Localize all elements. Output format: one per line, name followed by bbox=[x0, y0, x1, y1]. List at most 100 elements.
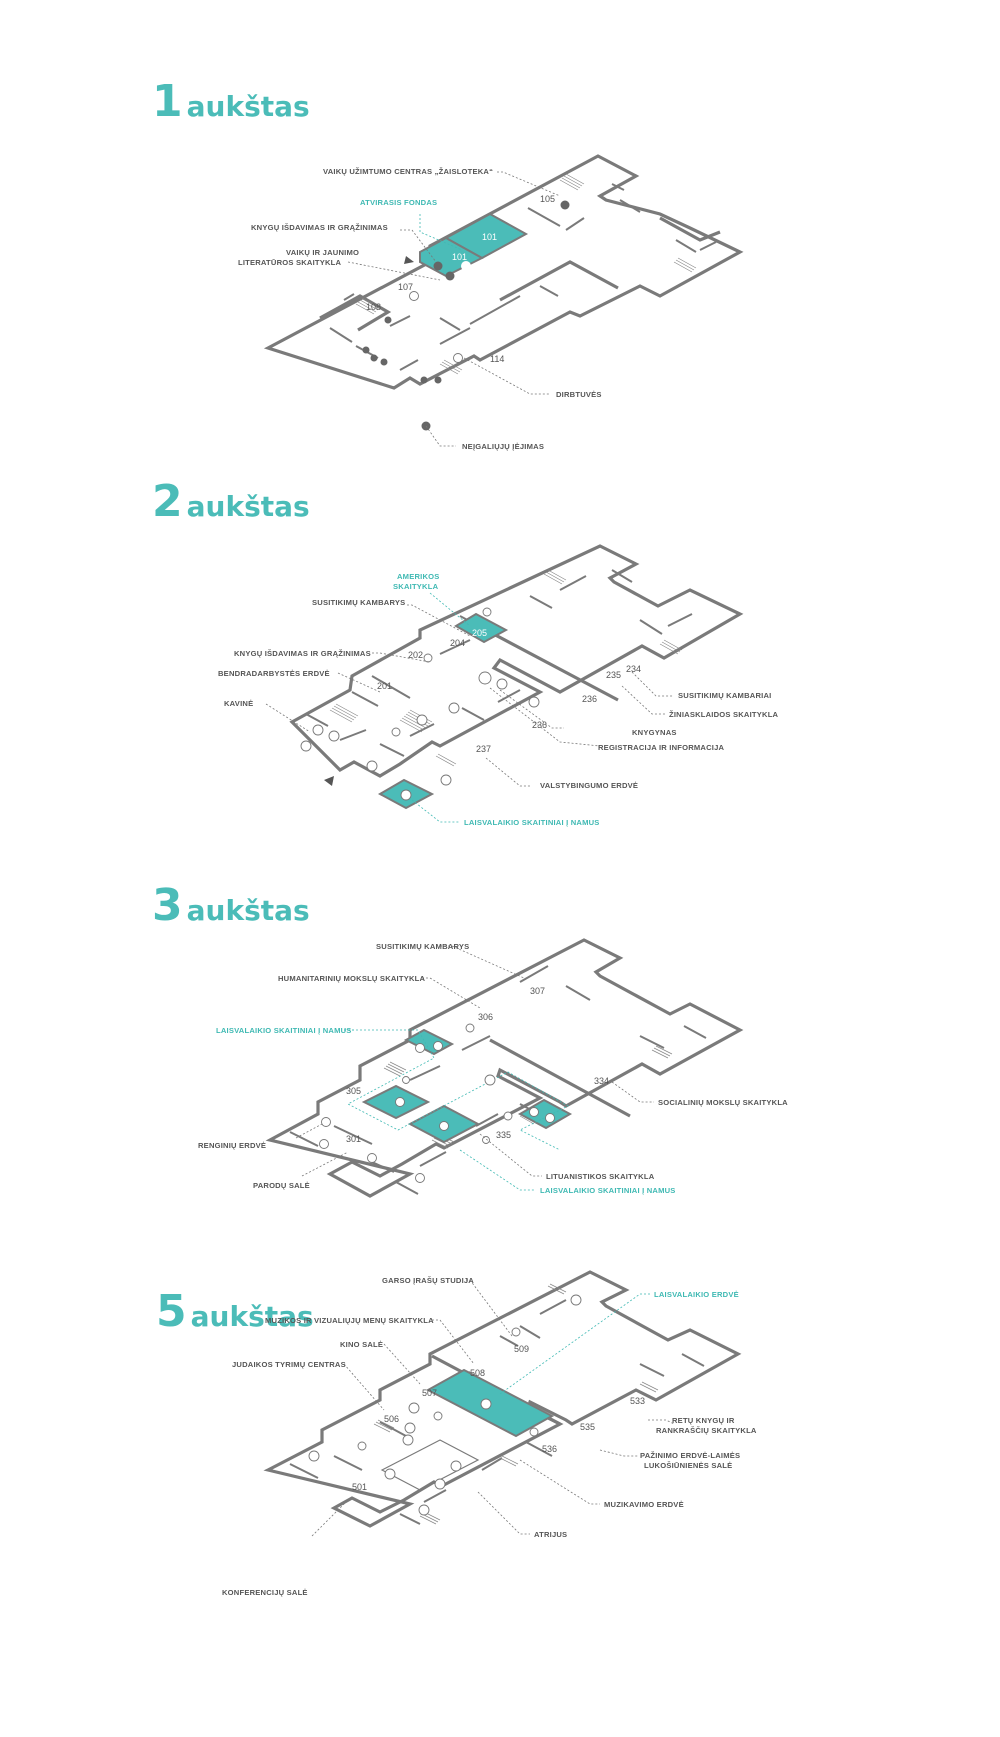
label-socialiniu: SOCIALINIŲ MOKSLŲ SKAITYKLA bbox=[658, 1098, 788, 1107]
room-305: 305 bbox=[346, 1086, 361, 1096]
label-judaikos: JUDAIKOS TYRIMŲ CENTRAS bbox=[232, 1360, 346, 1369]
entrance-arrow-icon bbox=[324, 776, 334, 786]
label-laisvalaikio-2: LAISVALAIKIO SKAITINIAI Į NAMUS bbox=[464, 818, 600, 827]
label-registracija: REGISTRACIJA IR INFORMACIJA bbox=[598, 743, 725, 752]
room-506: 506 bbox=[384, 1414, 399, 1424]
floor-1-plan: 105 101 101 107 108 114 VAIKŲ UŽIMTUMO C… bbox=[238, 154, 744, 451]
label-bendradarbystes: BENDRADARBYSTĖS ERDVĖ bbox=[218, 669, 330, 678]
floor-1-icons bbox=[362, 200, 570, 431]
floor-5-plan: 509 508 507 506 533 535 536 501 GARSO ĮR… bbox=[222, 1270, 757, 1597]
floor-3-number: 3 bbox=[152, 880, 183, 931]
label-parodu: PARODŲ SALĖ bbox=[253, 1181, 310, 1190]
room-535: 535 bbox=[580, 1422, 595, 1432]
label-neigaliuju-iejimas: NEĮGALIŲJŲ ĮĖJIMAS bbox=[462, 442, 544, 451]
label-vaiku-jaunimo-line1: VAIKŲ IR JAUNIMO bbox=[286, 248, 359, 257]
floor-1-walls bbox=[263, 154, 744, 390]
label-valstybingumo: VALSTYBINGUMO ERDVĖ bbox=[540, 781, 638, 790]
floor-2-number: 2 bbox=[152, 476, 183, 527]
room-101-a: 101 bbox=[482, 232, 497, 242]
label-renginiu: RENGINIŲ ERDVĖ bbox=[198, 1141, 266, 1150]
floor-5-icons bbox=[308, 1294, 582, 1516]
room-205-highlight bbox=[454, 612, 509, 644]
dot-marker bbox=[461, 261, 471, 271]
label-zaisloteka: VAIKŲ UŽIMTUMO CENTRAS „ŽAISLOTEKA“ bbox=[323, 167, 493, 176]
room-114: 114 bbox=[490, 354, 504, 364]
label-susitikimu-kambariai: SUSITIKIMŲ KAMBARIAI bbox=[678, 691, 771, 700]
floor-2-word: aukštas bbox=[186, 490, 310, 523]
floor-3-plan: 307 306 305 301 334 335 SUSITIKIMŲ KAMBA… bbox=[198, 938, 788, 1198]
label-pazinimo-line2: LUKOŠIŪNIENĖS SALĖ bbox=[644, 1461, 732, 1470]
floor-2-walls bbox=[289, 544, 744, 778]
label-susitikimu-kambarys-3: SUSITIKIMŲ KAMBARYS bbox=[376, 942, 469, 951]
label-laisvalaikio-erdve: LAISVALAIKIO ERDVĖ bbox=[654, 1290, 739, 1299]
room-236-b: 236 bbox=[532, 720, 547, 730]
room-508: 508 bbox=[470, 1368, 485, 1378]
floor-5-word: aukštas bbox=[190, 1300, 314, 1333]
label-ziniasklaidos: ŽINIASKLAIDOS SKAITYKLA bbox=[669, 710, 779, 719]
room-234: 234 bbox=[626, 664, 641, 674]
label-lituanistikos: LITUANISTIKOS SKAITYKLA bbox=[546, 1172, 655, 1181]
label-kino-sale: KINO SALĖ bbox=[340, 1340, 383, 1349]
room-205: 205 bbox=[472, 628, 487, 638]
label-amerikos-line2: SKAITYKLA bbox=[393, 582, 439, 591]
room-307: 307 bbox=[530, 986, 545, 996]
label-atrijus: ATRIJUS bbox=[534, 1530, 567, 1539]
room-306: 306 bbox=[478, 1012, 493, 1022]
label-humanitariniu: HUMANITARINIŲ MOKSLŲ SKAITYKLA bbox=[278, 974, 425, 983]
room-335: 335 bbox=[496, 1130, 511, 1140]
room-236-a: 236 bbox=[582, 694, 597, 704]
room-201: 201 bbox=[377, 681, 392, 691]
room-536: 536 bbox=[542, 1444, 557, 1454]
label-garso-irasu: GARSO ĮRAŠŲ STUDIJA bbox=[382, 1276, 474, 1285]
floor-1-number: 1 bbox=[152, 76, 183, 127]
room-533: 533 bbox=[630, 1396, 645, 1406]
room-101-b: 101 bbox=[452, 252, 467, 262]
room-235: 235 bbox=[606, 670, 621, 680]
label-knygu-isdavimas-2: KNYGŲ IŠDAVIMAS IR GRĄŽINIMAS bbox=[234, 649, 371, 658]
label-susitikimu-kambarys-2: SUSITIKIMŲ KAMBARYS bbox=[312, 598, 405, 607]
label-retu-knygu-line2: RANKRAŠČIŲ SKAITYKLA bbox=[656, 1426, 757, 1435]
floor-2-plan: 205 204 202 201 235 234 236 236 237 AMER… bbox=[218, 544, 779, 827]
label-knygynas: KNYGYNAS bbox=[632, 728, 677, 737]
floor-5-number: 5 bbox=[156, 1286, 187, 1337]
floor-2-icons bbox=[300, 607, 540, 801]
label-laisvalaikio-3a: LAISVALAIKIO SKAITINIAI Į NAMUS bbox=[216, 1026, 352, 1035]
room-105: 105 bbox=[540, 194, 555, 204]
label-retu-knygu-line1: RETŲ KNYGŲ IR bbox=[672, 1416, 735, 1425]
room-507: 507 bbox=[422, 1388, 437, 1398]
label-pazinimo-line1: PAŽINIMO ERDVĖ-LAIMĖS bbox=[640, 1451, 740, 1460]
label-muzikavimo: MUZIKAVIMO ERDVĖ bbox=[604, 1500, 684, 1509]
floor-3-word: aukštas bbox=[186, 894, 310, 927]
label-dirbtuves: DIRBTUVĖS bbox=[556, 390, 602, 399]
label-muzikos: MUZIKOS IR VIZUALIŲJŲ MENŲ SKAITYKLA bbox=[265, 1316, 434, 1325]
label-atvirasis-fondas: ATVIRASIS FONDAS bbox=[360, 198, 437, 207]
room-202: 202 bbox=[408, 650, 423, 660]
label-laisvalaikio-3b: LAISVALAIKIO SKAITINIAI Į NAMUS bbox=[540, 1186, 676, 1195]
room-301: 301 bbox=[346, 1134, 361, 1144]
label-konferenciju: KONFERENCIJŲ SALĖ bbox=[222, 1588, 308, 1597]
entrance-arrow-icon bbox=[404, 256, 414, 264]
room-204: 204 bbox=[450, 638, 465, 648]
room-237: 237 bbox=[476, 744, 491, 754]
room-107: 107 bbox=[398, 282, 413, 292]
room-334: 334 bbox=[594, 1076, 609, 1086]
label-vaiku-jaunimo-line2: LITERATŪROS SKAITYKLA bbox=[238, 258, 342, 267]
floor-3-icons bbox=[319, 1023, 555, 1183]
laisvalaikio-3-highlight-d bbox=[517, 1098, 573, 1130]
room-108: 108 bbox=[366, 302, 381, 312]
info-icon bbox=[478, 671, 492, 685]
label-amerikos-line1: AMERIKOS bbox=[397, 572, 440, 581]
floor-1-word: aukštas bbox=[186, 90, 310, 123]
room-509: 509 bbox=[514, 1344, 529, 1354]
label-kavine: KAVINĖ bbox=[224, 699, 253, 708]
room-501: 501 bbox=[352, 1482, 367, 1492]
label-knygu-isdavimas-1: KNYGŲ IŠDAVIMAS IR GRĄŽINIMAS bbox=[251, 223, 388, 232]
